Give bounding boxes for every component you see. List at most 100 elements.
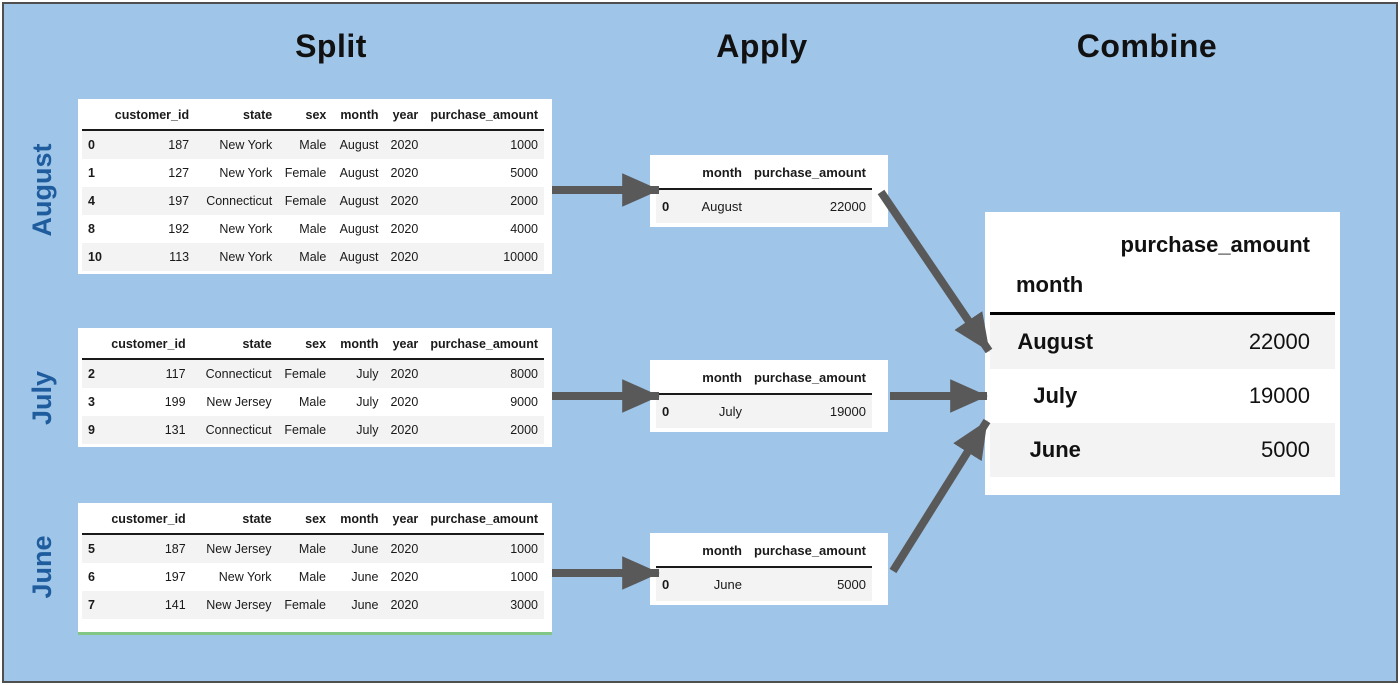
cell: New York	[219, 166, 273, 180]
column-header: purchase_amount	[424, 102, 544, 131]
cell: July	[356, 367, 379, 381]
column-header: sex	[278, 102, 333, 131]
index-header	[82, 331, 105, 360]
cell: Female	[284, 598, 326, 612]
cell: August	[339, 138, 379, 152]
index-header-row: month	[990, 268, 1335, 315]
stage-title-apply: Apply	[716, 28, 808, 64]
cell: June	[351, 542, 379, 556]
cell: New York	[219, 222, 273, 236]
row-index: 0	[662, 199, 670, 214]
column-header: year	[384, 506, 425, 535]
cell: 2020	[390, 598, 419, 612]
cell: Male	[298, 542, 326, 556]
index-header	[82, 102, 109, 131]
cell: 2020	[390, 250, 419, 264]
cell: 1000	[510, 542, 538, 556]
index-header	[656, 158, 682, 190]
index-header	[656, 536, 682, 568]
group-label-july: July	[27, 370, 57, 426]
cell: 199	[164, 395, 186, 409]
row-index: 8	[88, 222, 95, 236]
cell: 10000	[503, 250, 538, 264]
group-label-june: June	[27, 535, 57, 599]
cell: New Jersey	[206, 542, 272, 556]
cell: 5000	[510, 166, 538, 180]
row-index: 0	[662, 577, 670, 592]
column-header: customer_id	[104, 506, 192, 535]
header-row: purchase_amount	[990, 224, 1335, 268]
cell: 197	[168, 194, 190, 208]
column-header: customer_id	[108, 102, 196, 131]
column-header: purchase_amount	[748, 158, 872, 190]
row-index: 5	[88, 542, 95, 556]
cell: Male	[299, 138, 327, 152]
cell: Connecticut	[205, 367, 272, 381]
cell: June	[351, 570, 379, 584]
stage-title-split: Split	[295, 28, 367, 64]
column-header: purchase_amount	[1120, 232, 1311, 257]
index-header: month	[990, 268, 1121, 315]
cell: 2020	[390, 395, 419, 409]
cell: Female	[284, 194, 327, 208]
cell: 2020	[390, 570, 419, 584]
cell: 192	[168, 222, 190, 236]
cell: 141	[164, 598, 186, 612]
row-index: June	[1029, 437, 1081, 462]
cell: 2020	[390, 138, 419, 152]
column-header: state	[191, 331, 278, 360]
row-index: July	[1033, 383, 1078, 408]
cell: New York	[219, 138, 273, 152]
cell: Female	[284, 423, 327, 437]
column-header: year	[384, 331, 425, 360]
row-index: 10	[88, 250, 102, 264]
cell: 117	[165, 367, 186, 381]
row-index: August	[1017, 329, 1094, 354]
column-header: month	[332, 102, 385, 131]
column-header: state	[191, 506, 278, 535]
cell: August	[339, 250, 379, 264]
row-index: 4	[88, 194, 95, 208]
column-header: purchase_amount	[424, 331, 544, 360]
row-index: 1	[88, 166, 95, 180]
cell: 187	[168, 138, 190, 152]
table-row: June 5000	[990, 423, 1335, 477]
cell: New Jersey	[206, 598, 272, 612]
cell: 2020	[390, 367, 419, 381]
row-index: 9	[88, 423, 95, 437]
cell: August	[339, 166, 379, 180]
cell: 2020	[390, 222, 419, 236]
index-header	[656, 363, 682, 395]
cell: August	[339, 222, 379, 236]
cell: July	[356, 395, 379, 409]
row-index: 0	[88, 138, 95, 152]
cell: 2000	[510, 423, 538, 437]
cell: Connecticut	[205, 423, 272, 437]
cell: 5000	[837, 577, 866, 592]
column-header: sex	[277, 331, 333, 360]
cell: 19000	[829, 404, 866, 419]
cell: June	[351, 598, 379, 612]
cell: 2020	[390, 166, 419, 180]
column-header: month	[681, 158, 748, 190]
column-header: customer_id	[104, 331, 192, 360]
column-header: month	[332, 506, 385, 535]
